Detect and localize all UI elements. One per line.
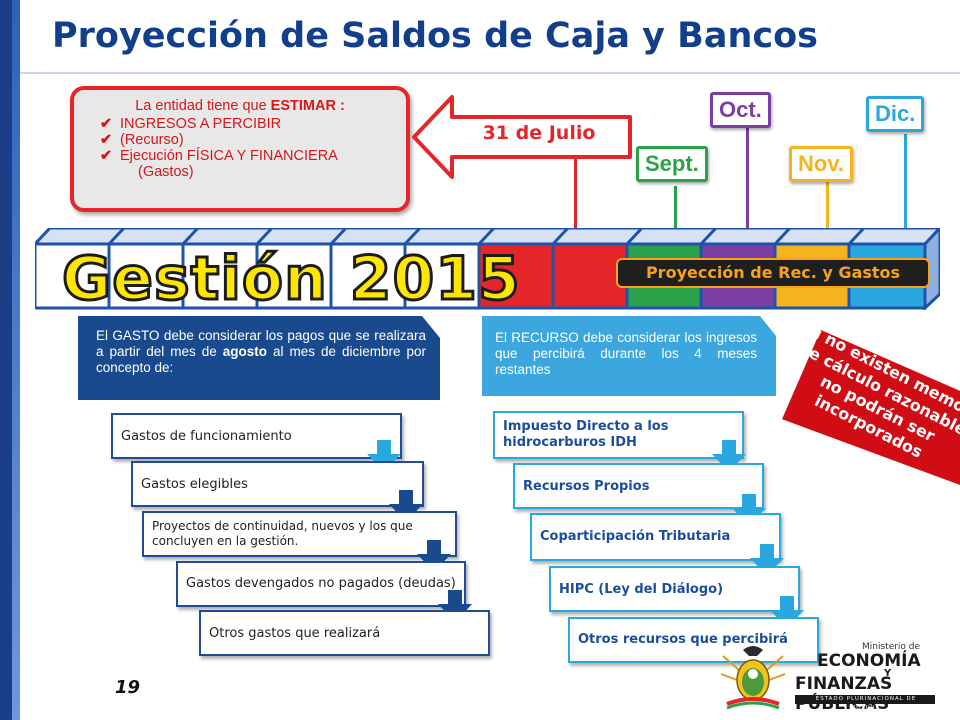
- estimate-list: ✔INGRESOS A PERCIBIR ✔(Recurso) ✔Ejecuci…: [86, 116, 394, 180]
- estimate-notice-box: La entidad tiene que ESTIMAR : ✔INGRESOS…: [70, 86, 410, 212]
- gasto-step: Gastos devengados no pagados (deudas): [176, 561, 466, 607]
- check-icon: ✔: [100, 132, 113, 148]
- estimate-item: ✔INGRESOS A PERCIBIR: [100, 116, 282, 132]
- logo-ministry-line: Ministerio de: [862, 642, 921, 652]
- left-edge-gradient: [12, 0, 20, 720]
- recurso-banner-shape: [482, 316, 776, 396]
- down-arrow-icon: [770, 596, 804, 628]
- left-edge-bar: [0, 0, 12, 720]
- estimate-item: (Gastos): [138, 164, 194, 180]
- coat-of-arms-logo: [720, 646, 786, 710]
- down-arrow-icon: [732, 494, 766, 526]
- down-arrow-icon: [389, 490, 423, 522]
- estimate-item: ✔(Recurso): [100, 132, 184, 148]
- recurso-step: Impuesto Directo a los hidrocarburos IDH: [493, 411, 744, 459]
- check-icon: ✔: [100, 116, 113, 132]
- title-divider: [20, 72, 960, 74]
- gasto-banner-shape: [78, 316, 440, 400]
- recurso-step: HIPC (Ley del Diálogo): [549, 566, 800, 612]
- down-arrow-icon: [367, 440, 401, 472]
- projection-label: Proyección de Rec. y Gastos: [616, 258, 930, 288]
- dic-stem: [904, 134, 907, 228]
- recurso-step: Recursos Propios: [513, 463, 764, 509]
- oct-stem: [746, 128, 749, 228]
- date-callout-label: 31 de Julio: [482, 122, 596, 144]
- gasto-step: Gastos elegibles: [131, 461, 424, 507]
- down-arrow-icon: [750, 544, 784, 576]
- sept-stem: [674, 186, 677, 228]
- date-stem: [574, 159, 577, 229]
- down-arrow-icon: [417, 540, 451, 572]
- gasto-description: El GASTO debe considerar los pagos que s…: [96, 328, 426, 375]
- logo-estado: ESTADO PLURINACIONAL DE BOLIVIA: [815, 696, 917, 711]
- estimate-lead: La entidad tiene que ESTIMAR :: [135, 98, 345, 114]
- year-banner-title: Gestión 2015: [61, 243, 522, 316]
- check-icon: ✔: [100, 148, 113, 164]
- warning-card: [780, 328, 960, 489]
- down-arrow-icon: [438, 590, 472, 622]
- recurso-description: El RECURSO debe considerar los ingresos …: [495, 330, 757, 377]
- month-label-sept: Sept.: [636, 146, 708, 182]
- date-callout-arrow: [412, 95, 632, 179]
- nov-stem: [826, 182, 829, 228]
- down-arrow-icon: [712, 440, 746, 472]
- recurso-step: Coparticipación Tributaria: [530, 513, 781, 561]
- month-label-nov: Nov.: [789, 146, 854, 182]
- estimate-item: ✔Ejecución FÍSICA Y FINANCIERA: [100, 148, 338, 164]
- gasto-step: Proyectos de continuidad, nuevos y los q…: [142, 511, 457, 557]
- slide-title: Proyección de Saldos de Caja y Bancos: [52, 16, 818, 56]
- page-number: 19: [115, 677, 141, 698]
- recurso-step: Otros recursos que percibirá: [568, 617, 819, 663]
- gasto-step: Otros gastos que realizará: [199, 610, 490, 656]
- month-label-dic: Dic.: [866, 96, 925, 132]
- logo-y: Y: [884, 668, 892, 679]
- month-label-oct: Oct.: [710, 92, 771, 128]
- gasto-step: Gastos de funcionamiento: [111, 413, 402, 459]
- logo-economia: ECONOMÍA: [817, 651, 921, 671]
- logo-band: [795, 695, 935, 704]
